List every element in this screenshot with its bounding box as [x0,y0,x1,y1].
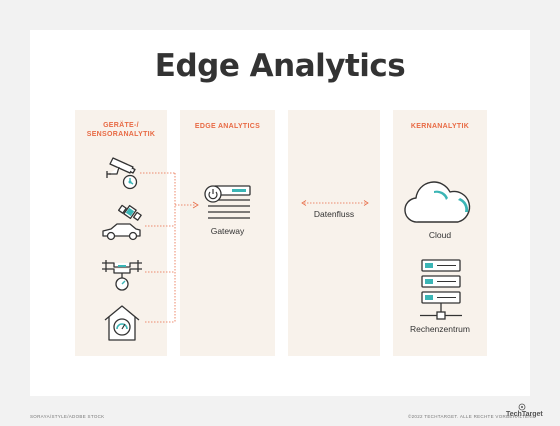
data-center-label: Rechenzentrum [409,324,470,334]
gateway-label: Gateway [210,226,245,236]
image-credit: SORAYA/STYLE/ADOBE STOCK [30,414,105,419]
gateway-icon [204,185,251,219]
security-camera-icon [106,157,138,190]
cloud-label: Cloud [428,230,452,240]
diagram-title: Edge Analytics [154,48,406,84]
column-heading-core: KERNANALYTIK [410,123,470,130]
column-heading-device: GERÄTE-/ SENSORANALYTIK [86,122,156,138]
data-center-icon [420,259,462,320]
data-flow-label: Datenfluss [313,209,355,219]
brand-logo: TechTarget [506,411,543,418]
copyright-notice: ©2022 TECHTARGET. ALLE RECHTE VORBEHALTE… [408,414,534,419]
brand-mark-icon [518,403,526,411]
column-edge-analytics: EDGE ANALYTICS [180,110,275,356]
smart-home-icon [104,305,140,341]
column-heading-edge: EDGE ANALYTICS [194,123,261,130]
column-data-flow [288,110,380,356]
cloud-icon [404,181,471,223]
connected-car-icon [102,204,142,241]
pipeline-sensor-icon [102,260,142,291]
